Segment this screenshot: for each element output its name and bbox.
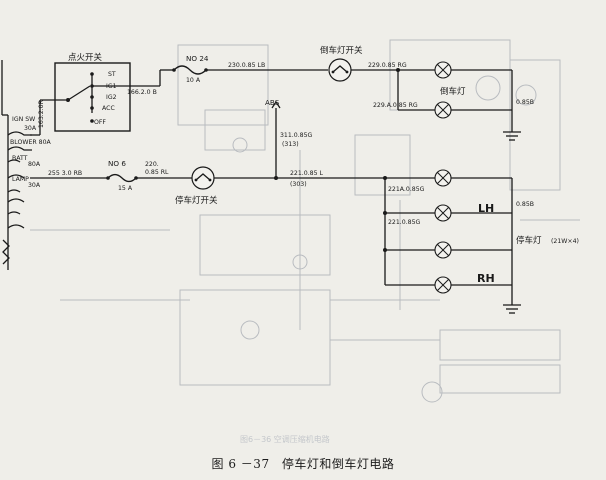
lamp-label: LAMP — [12, 176, 29, 183]
bleed-through-background: 图6－36 空调压缩机电路 — [30, 39, 580, 444]
abs-wire: 311.0.85G — [280, 132, 313, 139]
brake-lamp-2 — [434, 204, 452, 222]
figure-caption: 图 6 －37 停车灯和倒车灯电路 — [0, 455, 606, 472]
brake-ground-symbol — [503, 304, 521, 314]
blower-fuse-label: BLOWER 80A — [10, 139, 52, 146]
reverse-branch-wire: 229.A.0.85 RG — [373, 102, 418, 109]
figure-title: 停车灯和倒车灯电路 — [281, 457, 395, 471]
reverse-switch-out-wire: 229.0.85 RG — [368, 62, 407, 69]
ignition-position-st: ST — [108, 71, 116, 78]
brake-lamp-spec: (21W×4) — [551, 238, 579, 245]
reverse-switch-label: 倒车灯开关 — [320, 45, 363, 56]
brake-lh-label: LH — [478, 202, 494, 215]
fuse-no6-label: NO 6 — [108, 159, 126, 168]
brake-switch-code: (303) — [290, 181, 307, 188]
brake-lamp-label: 停车灯 — [516, 235, 542, 246]
brake-lamps: 221A.0.85G 221.0.85G LH RH 0.85B 停车灯 (21… — [383, 169, 579, 314]
reverse-ground-symbol — [503, 131, 521, 141]
ignition-feed-wire: 166.2.0 B — [127, 89, 157, 96]
batt-label: BATT — [12, 155, 28, 162]
brake-lamp-switch: 停车灯开关 221.0.85 L (303) — [175, 166, 435, 206]
ignition-input-wire: 163.2.0R — [38, 99, 45, 128]
ignition-position-ig2: IG2 — [106, 94, 117, 101]
fuse-no6-amp: 15 A — [118, 185, 133, 192]
fuse-no6: 255 3.0 RB NO 6 15 A 220. 0.85 RL — [30, 159, 192, 192]
ign-sw-label: IGN SW — [12, 116, 35, 123]
abs-label: ABS — [265, 98, 280, 107]
brake-switch-out-wire: 221.0.85 L — [290, 170, 324, 177]
fuse-no24-amp: 10 A — [186, 77, 201, 84]
fuse-no24-out-wire: 230.0.85 LB — [228, 62, 265, 69]
abs-code: (313) — [282, 141, 299, 148]
ignition-switch: 点火开关 ST IG1 IG2 ACC OFF 163.2.0R 166.2.0… — [30, 52, 174, 136]
ignition-position-acc: ACC — [102, 105, 115, 112]
brake-rh-label: RH — [477, 272, 495, 285]
lamp-amp: 30A — [28, 182, 41, 189]
brake-lamp-3 — [434, 241, 452, 259]
reverse-lamp-switch: 倒车灯开关 229.0.85 RG — [320, 45, 435, 82]
left-fuse-block: IGN SW 30A BLOWER 80A BATT 80A LAMP 30A — [1, 60, 52, 270]
fuse-no6-in-wire: 255 3.0 RB — [48, 170, 82, 177]
brake-lamp-4 — [434, 276, 452, 294]
fuse-no24-label: NO 24 — [186, 54, 209, 63]
reverse-lamps: 229.A.0.85 RG 倒车灯 0.85B — [373, 61, 534, 141]
fuse-no6-out-wire-b: 0.85 RL — [145, 169, 169, 176]
reverse-lamp-2 — [434, 101, 452, 119]
ign-sw-amp: 30A — [24, 125, 37, 132]
figure-number: 图 6 －37 — [211, 457, 270, 471]
ignition-switch-title: 点火开关 — [68, 52, 103, 63]
abs-branch: ABS 311.0.85G (313) — [265, 98, 313, 180]
reverse-lamp-1 — [434, 61, 452, 79]
ignition-position-off: OFF — [94, 119, 106, 126]
brake-wire-b: 221.0.85G — [388, 219, 421, 226]
brake-wire-a: 221A.0.85G — [388, 186, 425, 193]
fuse-no6-out-wire-a: 220. — [145, 161, 159, 168]
brake-lamp-1 — [434, 169, 452, 187]
brake-ground-wire: 0.85B — [516, 201, 534, 208]
batt-amp: 80A — [28, 161, 41, 168]
brake-switch-label: 停车灯开关 — [175, 195, 218, 206]
fuse-no24: NO 24 10 A 230.0.85 LB — [172, 54, 328, 84]
bleed-through-caption: 图6－36 空调压缩机电路 — [240, 434, 330, 444]
reverse-lamp-label: 倒车灯 — [440, 86, 466, 97]
reverse-ground-wire: 0.85B — [516, 99, 534, 106]
